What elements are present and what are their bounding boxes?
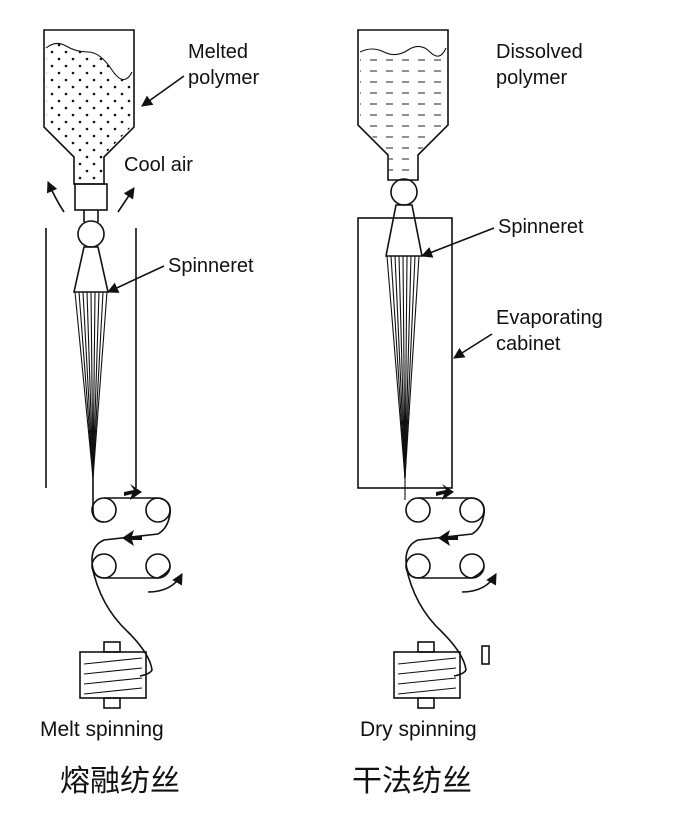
melt-yarn-to-winder	[91, 565, 153, 677]
melt-winder-bobbin	[79, 641, 147, 709]
dry-traverse-guide	[481, 645, 490, 665]
dry-filament-bundle	[386, 255, 420, 500]
melt-direction-arrow-2	[122, 530, 142, 546]
dry-spinneret-label: Spinneret	[498, 216, 584, 238]
melt-yarn-path	[92, 478, 105, 523]
dry-spinneret-pointer	[420, 227, 495, 258]
melt-spinning-caption: Melt spinning	[40, 718, 164, 741]
melt-pump	[77, 220, 105, 248]
melt-roller-4	[145, 553, 171, 579]
dry-hopper	[357, 29, 449, 181]
melt-spinneret	[73, 246, 109, 293]
melt-direction-arrow-1	[124, 484, 142, 500]
melted-polymer-pointer	[141, 75, 185, 107]
dry-direction-arrow-2	[438, 530, 458, 546]
melted-polymer-fill	[46, 43, 132, 183]
dry-direction-arrow-1	[436, 484, 454, 500]
melt-spinneret-label: Spinneret	[168, 255, 254, 277]
dissolved-polymer-label: Dissolved polymer	[496, 41, 588, 89]
melt-metering-block	[74, 183, 108, 211]
cool-air-arrow-left	[46, 180, 65, 213]
dry-roller-1	[405, 497, 431, 523]
dry-yarn-path	[405, 497, 486, 579]
dry-winder-bobbin	[393, 641, 461, 709]
dry-spinning-apparatus	[357, 29, 497, 709]
melted-polymer-label: Melted polymer	[188, 41, 259, 89]
dissolved-polymer-fill	[360, 54, 446, 179]
evaporating-cabinet-label: Evaporating cabinet	[496, 307, 608, 355]
dry-spinneret	[385, 204, 423, 257]
dry-yarn-to-winder	[405, 565, 467, 677]
dry-rotation-arrow	[461, 573, 497, 593]
melt-filament-bundle	[74, 291, 108, 500]
melt-hopper	[43, 29, 135, 185]
melt-rotation-arrow	[147, 573, 183, 593]
dry-roller-4	[459, 553, 485, 579]
dry-pump	[390, 178, 418, 206]
melt-spinneret-pointer	[106, 265, 165, 293]
melt-spinning-apparatus	[43, 29, 183, 709]
melt-spinning-caption-cn: 熔融纺丝	[60, 764, 180, 799]
cool-air-arrow-right	[117, 187, 135, 213]
dry-spinning-caption: Dry spinning	[360, 718, 477, 741]
evaporating-cabinet-pointer	[453, 333, 493, 359]
cool-air-label: Cool air	[124, 154, 193, 176]
dry-spinning-caption-cn: 干法纺丝	[352, 764, 472, 799]
